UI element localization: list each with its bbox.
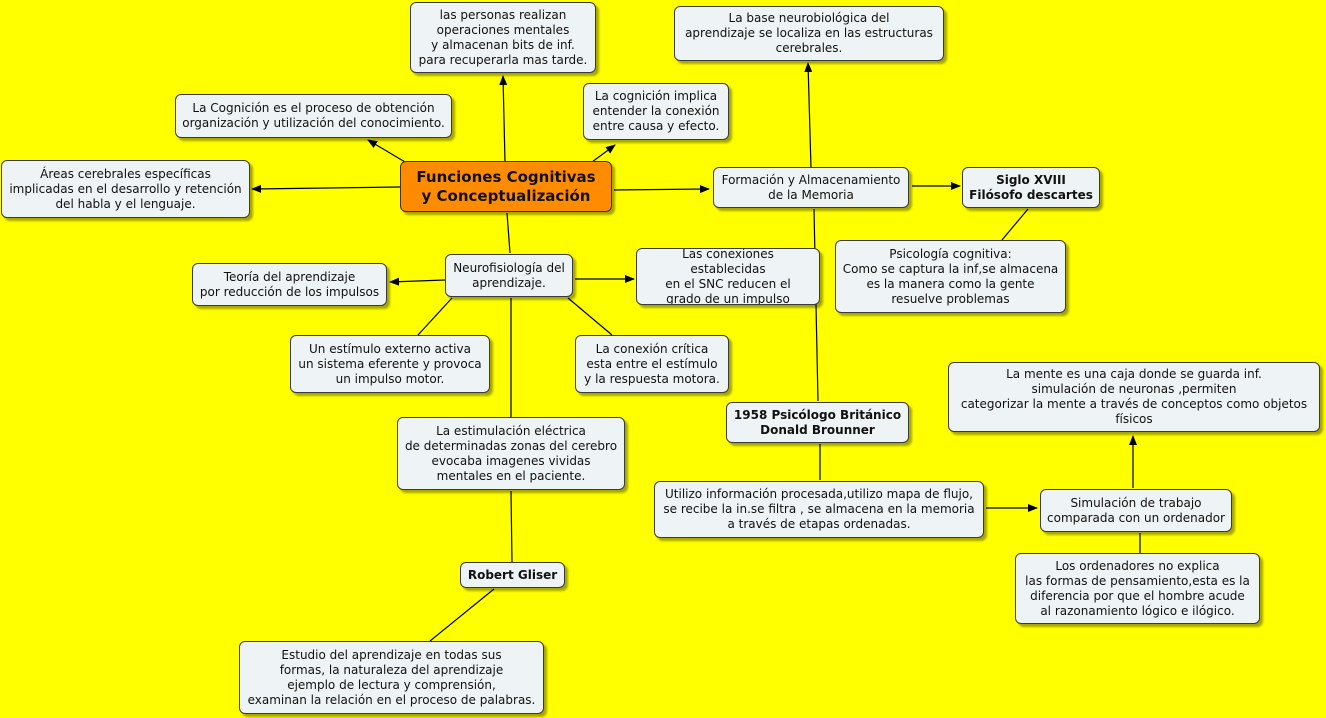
node-mente-caja[interactable]: La mente es una caja donde se guarda inf… [948, 362, 1320, 432]
node-simulacion-trabajo[interactable]: Simulación de trabajo comparada con un o… [1040, 489, 1232, 532]
node-psicologia-cognitiva[interactable]: Psicología cognitiva: Como se captura la… [835, 240, 1066, 313]
link-siglo-psicologia [1001, 208, 1029, 241]
node-robert-gliser[interactable]: Robert Gliser [460, 562, 565, 588]
node-main-funciones-cognitivas[interactable]: Funciones Cognitivas y Conceptualización [400, 161, 612, 212]
node-estudio-aprendizaje[interactable]: Estudio del aprendizaje en todas sus for… [239, 641, 544, 714]
node-estimulacion-electrica[interactable]: La estimulación eléctrica de determinada… [397, 417, 625, 490]
link-main-formacion [613, 185, 710, 194]
node-ordenadores[interactable]: Los ordenadores no explica las formas de… [1015, 553, 1260, 624]
node-conexiones-snc[interactable]: Las conexiones establecidas en el SNC re… [636, 248, 820, 305]
node-cognicion-proceso[interactable]: La Cognición es el proceso de obtención … [175, 94, 452, 138]
link-main-cognicion-proceso [367, 139, 406, 163]
link-main-areas [251, 184, 401, 193]
node-formacion-memoria[interactable]: Formación y Almacenamiento de la Memoria [713, 167, 909, 208]
link-estimulacion-gliser [510, 490, 513, 563]
link-main-cognicion-implica [591, 144, 616, 163]
node-cognicion-implica[interactable]: La cognición implica entender la conexió… [583, 83, 729, 140]
link-gliser-estudio [429, 588, 495, 642]
link-neuro-conexion-critica [567, 297, 613, 336]
node-neurofisiologia[interactable]: Neurofisiología del aprendizaje. [445, 254, 573, 297]
node-utilizo-informacion[interactable]: Utilizo información procesada,utilizo ma… [654, 481, 984, 538]
link-main-neurofisiologia [506, 212, 511, 254]
node-siglo-xviii[interactable]: Siglo XVIII Filósofo descartes [962, 167, 1100, 208]
node-base-neurobiologica[interactable]: La base neurobiológica del aprendizaje s… [674, 6, 944, 61]
node-teoria-aprendizaje[interactable]: Teoría del aprendizaje por reducción de … [192, 263, 387, 306]
node-estimulo-externo[interactable]: Un estímulo externo activa un sistema ef… [290, 335, 490, 393]
node-areas-cerebrales[interactable]: Áreas cerebrales específicas implicadas … [1, 160, 250, 218]
link-formacion-base [804, 62, 813, 169]
link-main-personas [499, 75, 508, 163]
node-conexion-critica[interactable]: La conexión crítica esta entre el estímu… [575, 335, 729, 393]
link-neuro-teoria [389, 277, 446, 286]
node-brounner[interactable]: 1958 Psicólogo Británico Donald Brounner [726, 402, 909, 443]
link-neuro-estimulo [417, 297, 453, 336]
link-formacion-brounner [813, 208, 819, 402]
node-personas[interactable]: las personas realizan operaciones mental… [410, 2, 596, 73]
